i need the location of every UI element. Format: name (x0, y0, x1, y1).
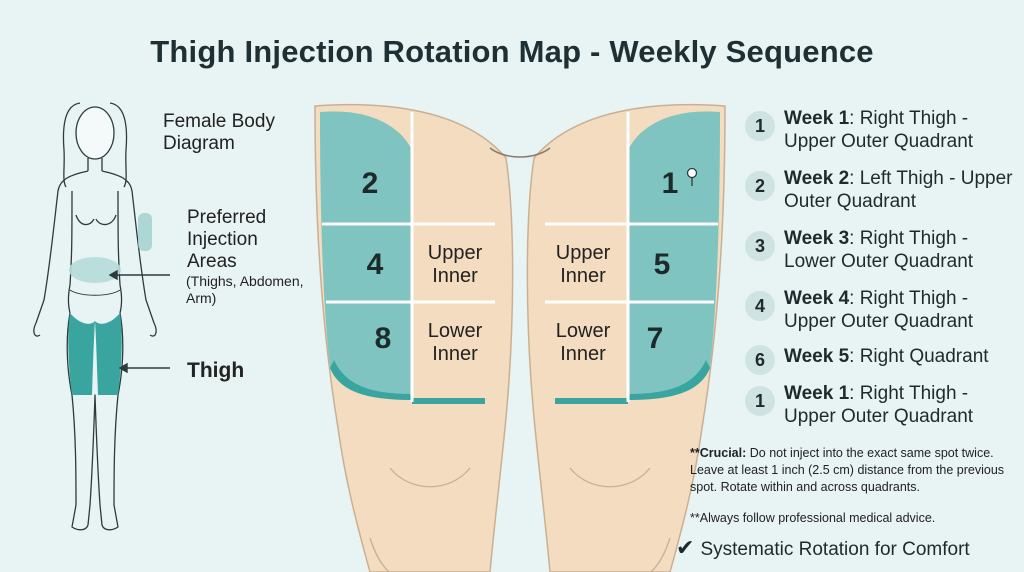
female-body-diagram (33, 102, 170, 531)
step-item: 1 Week 1: Right Thigh - Upper Outer Quad… (745, 382, 1015, 432)
checkmark-icon: ✔ (676, 535, 695, 560)
advice-note: **Always follow professional medical adv… (690, 511, 936, 525)
zone-2: 2 (361, 167, 379, 200)
step-item: 2 Week 2: Left Thigh - Upper Outer Quadr… (745, 167, 1015, 217)
left-lower-inner-label: Lower Inner (427, 320, 483, 365)
step-text: Week 1: Right Thigh - Upper Outer Quadra… (784, 108, 974, 152)
page-title: Thigh Injection Rotation Map - Weekly Se… (150, 34, 874, 69)
preferred-areas-detail: (Thighs, Abdomen, Arm) (186, 273, 304, 306)
step-text: Week 3: Right Thigh - Lower Outer Quadra… (784, 228, 974, 272)
zone-1: 1 (661, 167, 679, 200)
step-badge: 1 (745, 111, 775, 141)
zone-5: 5 (653, 248, 671, 281)
zone-4: 4 (366, 248, 384, 281)
footer-tagline: ✔Systematic Rotation for Comfort (676, 535, 970, 560)
step-item: 1 Week 1: Right Thigh - Upper Outer Quad… (745, 107, 1015, 157)
left-thigh-zone (68, 313, 95, 395)
preferred-areas-label: Preferred Injection Areas (187, 207, 267, 272)
step-item: 4 Week 4: Right Thigh - Upper Outer Quad… (745, 287, 1015, 337)
right-outer-zone (628, 111, 720, 400)
step-text: Week 1: Right Thigh - Upper Outer Quadra… (784, 383, 974, 427)
step-text: Week 4: Right Thigh - Upper Outer Quadra… (784, 288, 974, 332)
thighs-map (314, 103, 726, 572)
right-lower-inner-label: Lower Inner (555, 320, 611, 365)
arm-zone (138, 213, 152, 251)
zone-8: 8 (374, 322, 392, 355)
step-badge: 4 (745, 291, 775, 321)
left-upper-inner-label: Upper Inner (427, 242, 483, 287)
step-item: 6 Week 5: Right Quadrant (745, 341, 1015, 391)
body-diagram-label: Female Body Diagram (163, 111, 275, 154)
crucial-note: **Crucial: Do not inject into the exact … (690, 446, 1005, 494)
right-upper-inner-label: Upper Inner (555, 242, 611, 287)
step-item: 3 Week 3: Right Thigh - Lower Outer Quad… (745, 227, 1015, 277)
step-text: Week 2: Left Thigh - Upper Outer Quadran… (784, 168, 1013, 212)
abdomen-zone (69, 257, 121, 283)
step-text: Week 5: Right Quadrant (784, 346, 989, 367)
right-thigh-zone (95, 313, 122, 395)
step-badge: 1 (745, 386, 775, 416)
zone-7: 7 (646, 322, 664, 355)
step-badge: 2 (745, 171, 775, 201)
step-badge: 6 (745, 345, 775, 375)
step-badge: 3 (745, 231, 775, 261)
thigh-label: Thigh (187, 359, 245, 382)
left-outer-zone (320, 111, 412, 400)
